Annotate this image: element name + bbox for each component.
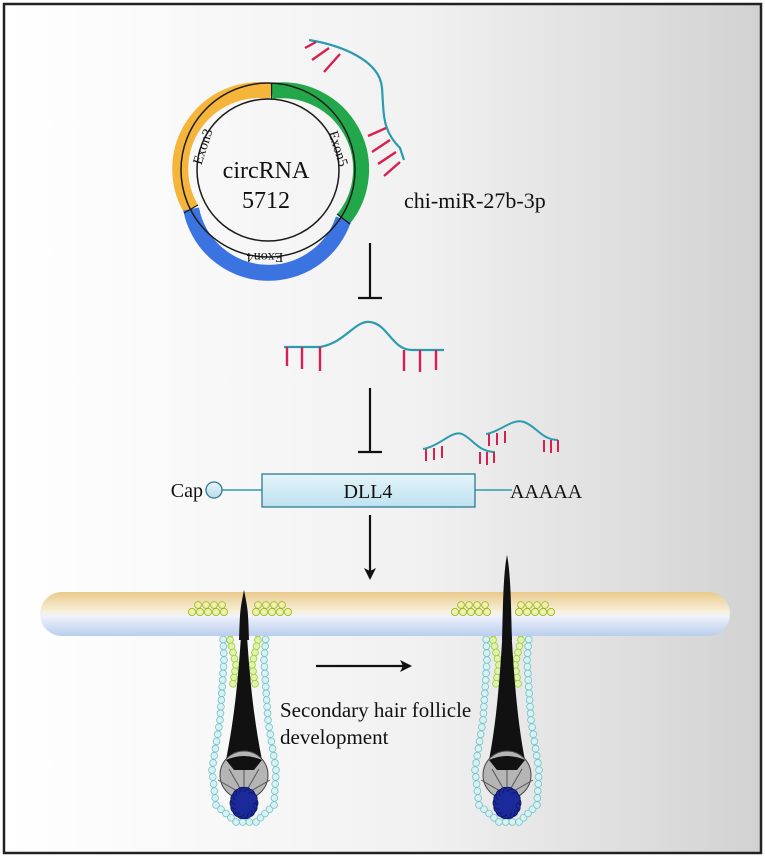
mirna-strand-free bbox=[284, 320, 444, 372]
mirna-label: chi-miR-27b-3p bbox=[404, 188, 546, 213]
exon5-segment bbox=[270, 82, 370, 225]
exon4-segment bbox=[183, 207, 352, 281]
mirna-strand-small-1 bbox=[422, 432, 496, 465]
dll4-mrna: Cap DLL4 AAAAA bbox=[171, 473, 583, 508]
exon4-label: Exon4 bbox=[247, 249, 284, 264]
skin-layer bbox=[40, 592, 730, 636]
outcome-label-line2: development bbox=[280, 725, 389, 749]
inhibition-arrow-1 bbox=[358, 243, 382, 300]
follicle-before-surface bbox=[187, 590, 292, 640]
mirna-strand-top bbox=[304, 38, 406, 177]
circrna-name: circRNA bbox=[223, 158, 310, 184]
circrna-ring: Exon3 Exon5 Exon4 circRNA 5712 bbox=[172, 82, 370, 281]
cap-circle bbox=[205, 481, 223, 499]
outcome-label-line1: Secondary hair follicle bbox=[280, 698, 471, 722]
polya-label: AAAAA bbox=[510, 481, 583, 503]
follicle-after-surface bbox=[450, 555, 556, 640]
dll4-label: DLL4 bbox=[344, 481, 393, 503]
circrna-id: 5712 bbox=[242, 188, 290, 214]
cap-label: Cap bbox=[171, 480, 203, 502]
mirna-strand-small-2 bbox=[485, 420, 559, 453]
inhibition-arrow-2 bbox=[358, 388, 382, 454]
dll4-gene-box bbox=[261, 473, 476, 508]
